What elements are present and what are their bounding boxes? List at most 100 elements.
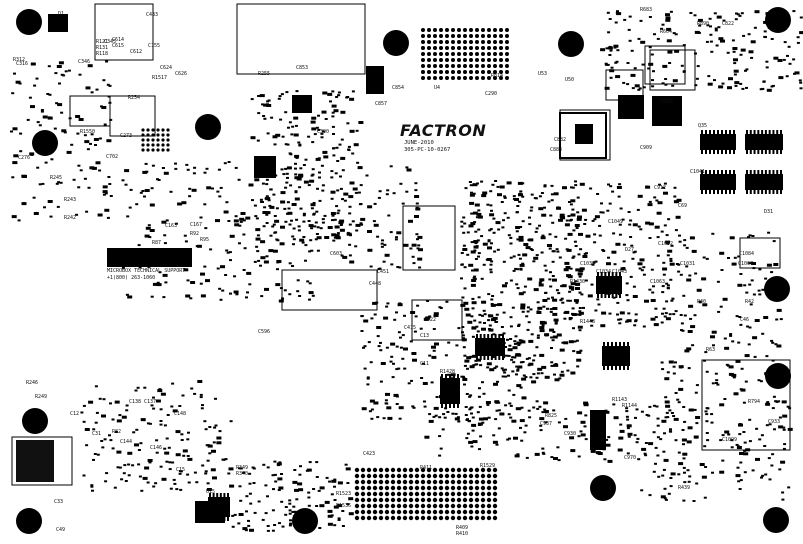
smd-component bbox=[367, 341, 371, 344]
smd-component bbox=[358, 121, 364, 124]
smd-component bbox=[384, 399, 388, 402]
smd-component bbox=[733, 392, 739, 396]
smd-component bbox=[595, 445, 599, 448]
bga-ball bbox=[408, 479, 414, 485]
refdes-label: C614 bbox=[112, 37, 125, 43]
smd-component bbox=[307, 184, 311, 187]
silkscreen-outline bbox=[739, 237, 781, 269]
smd-component bbox=[163, 424, 167, 427]
bga-ball bbox=[408, 467, 414, 473]
smd-component bbox=[497, 409, 501, 412]
smd-component bbox=[307, 135, 311, 138]
smd-component bbox=[764, 372, 770, 376]
smd-component bbox=[311, 168, 315, 171]
smd-component bbox=[480, 180, 484, 183]
bga-ball bbox=[438, 509, 444, 515]
bga-ball bbox=[450, 491, 456, 497]
smd-component bbox=[518, 193, 523, 197]
smd-component bbox=[315, 157, 321, 161]
mounting-hole bbox=[765, 7, 791, 33]
smd-component bbox=[627, 432, 633, 436]
bga-ball bbox=[445, 58, 449, 62]
smd-component bbox=[365, 174, 369, 177]
smd-component bbox=[488, 229, 492, 232]
smd-component bbox=[466, 231, 470, 234]
smd-component bbox=[475, 216, 479, 219]
smd-component bbox=[382, 260, 386, 263]
smd-component bbox=[462, 337, 465, 340]
smd-component bbox=[470, 212, 474, 215]
smd-component bbox=[571, 208, 575, 211]
smd-component bbox=[203, 203, 207, 206]
smd-component bbox=[339, 228, 345, 232]
bga-ball bbox=[474, 509, 480, 515]
smd-component bbox=[510, 358, 514, 361]
smd-component bbox=[38, 183, 42, 186]
smd-component bbox=[626, 319, 632, 323]
smd-component bbox=[674, 33, 678, 36]
smd-component bbox=[481, 348, 485, 351]
smd-component bbox=[195, 245, 199, 248]
smd-component bbox=[608, 45, 612, 48]
smd-component bbox=[276, 268, 279, 271]
smd-component bbox=[310, 227, 314, 230]
smd-component bbox=[507, 234, 511, 237]
smd-component bbox=[274, 231, 278, 234]
smd-component bbox=[321, 110, 327, 114]
bga-ball bbox=[468, 479, 474, 485]
smd-component bbox=[641, 63, 645, 66]
smd-component bbox=[165, 219, 169, 222]
bga-ball bbox=[462, 479, 468, 485]
smd-component bbox=[683, 471, 686, 474]
bga-ball bbox=[414, 467, 420, 473]
smd-component bbox=[156, 178, 159, 181]
smd-component bbox=[694, 272, 698, 275]
smd-component bbox=[227, 472, 231, 475]
smd-component bbox=[180, 439, 184, 441]
silkscreen-outline bbox=[411, 299, 463, 341]
smd-component bbox=[651, 291, 655, 294]
bga-ball bbox=[451, 70, 455, 74]
smd-component bbox=[266, 495, 269, 498]
smd-component bbox=[260, 240, 266, 244]
bga-ball bbox=[384, 497, 390, 503]
smd-component bbox=[652, 404, 656, 407]
smd-component bbox=[541, 324, 545, 327]
bga-ball bbox=[492, 485, 498, 491]
smd-component bbox=[565, 248, 569, 251]
ic-pin bbox=[746, 150, 748, 154]
bga-ball bbox=[451, 34, 455, 38]
smd-component bbox=[723, 398, 727, 400]
smd-component bbox=[349, 234, 352, 237]
smd-component bbox=[338, 221, 344, 225]
smd-component bbox=[58, 61, 64, 65]
smd-component bbox=[103, 123, 107, 126]
smd-component bbox=[270, 116, 274, 119]
smd-component bbox=[173, 482, 177, 485]
ic-pin bbox=[772, 150, 775, 154]
bga-ball bbox=[439, 40, 443, 44]
refdes-label: U50 bbox=[565, 77, 575, 83]
smd-component bbox=[465, 437, 469, 440]
ic-pin bbox=[753, 170, 756, 174]
refdes-label: R131 bbox=[96, 45, 109, 51]
refdes-label: R1143 bbox=[612, 397, 628, 403]
ic-pin bbox=[764, 130, 767, 134]
ic-pin bbox=[445, 374, 447, 378]
smd-component bbox=[336, 212, 340, 215]
bga-ball bbox=[469, 40, 473, 44]
smd-component bbox=[281, 297, 284, 300]
smd-component bbox=[206, 186, 212, 190]
mounting-hole bbox=[765, 363, 791, 389]
smd-component bbox=[376, 416, 380, 419]
smd-component bbox=[669, 257, 673, 260]
smd-component bbox=[527, 409, 531, 412]
smd-component bbox=[85, 210, 89, 213]
bga-ball bbox=[480, 467, 486, 473]
smd-component bbox=[574, 184, 578, 187]
refdes-label: C909 bbox=[640, 145, 653, 151]
smd-component bbox=[472, 440, 478, 444]
smd-component bbox=[663, 497, 667, 500]
smd-component bbox=[483, 313, 487, 316]
smd-component bbox=[669, 477, 673, 479]
